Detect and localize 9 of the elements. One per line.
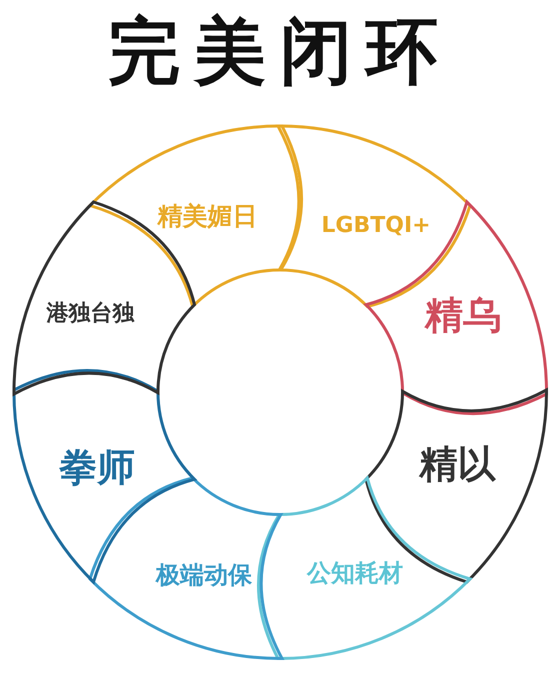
segment-label: LGBTQI+ bbox=[321, 214, 431, 238]
segment-label: 港独台独 bbox=[46, 301, 135, 326]
segment-label: 公知耗材 bbox=[306, 560, 403, 586]
title: 完美闭环 bbox=[107, 12, 453, 92]
segment-label: 极端动保 bbox=[156, 562, 252, 588]
segment-label: 精美媚日 bbox=[157, 202, 258, 230]
segment-label: 精以 bbox=[419, 444, 496, 486]
segment-label: 拳师 bbox=[59, 446, 136, 489]
segment-label: 精乌 bbox=[424, 295, 501, 338]
